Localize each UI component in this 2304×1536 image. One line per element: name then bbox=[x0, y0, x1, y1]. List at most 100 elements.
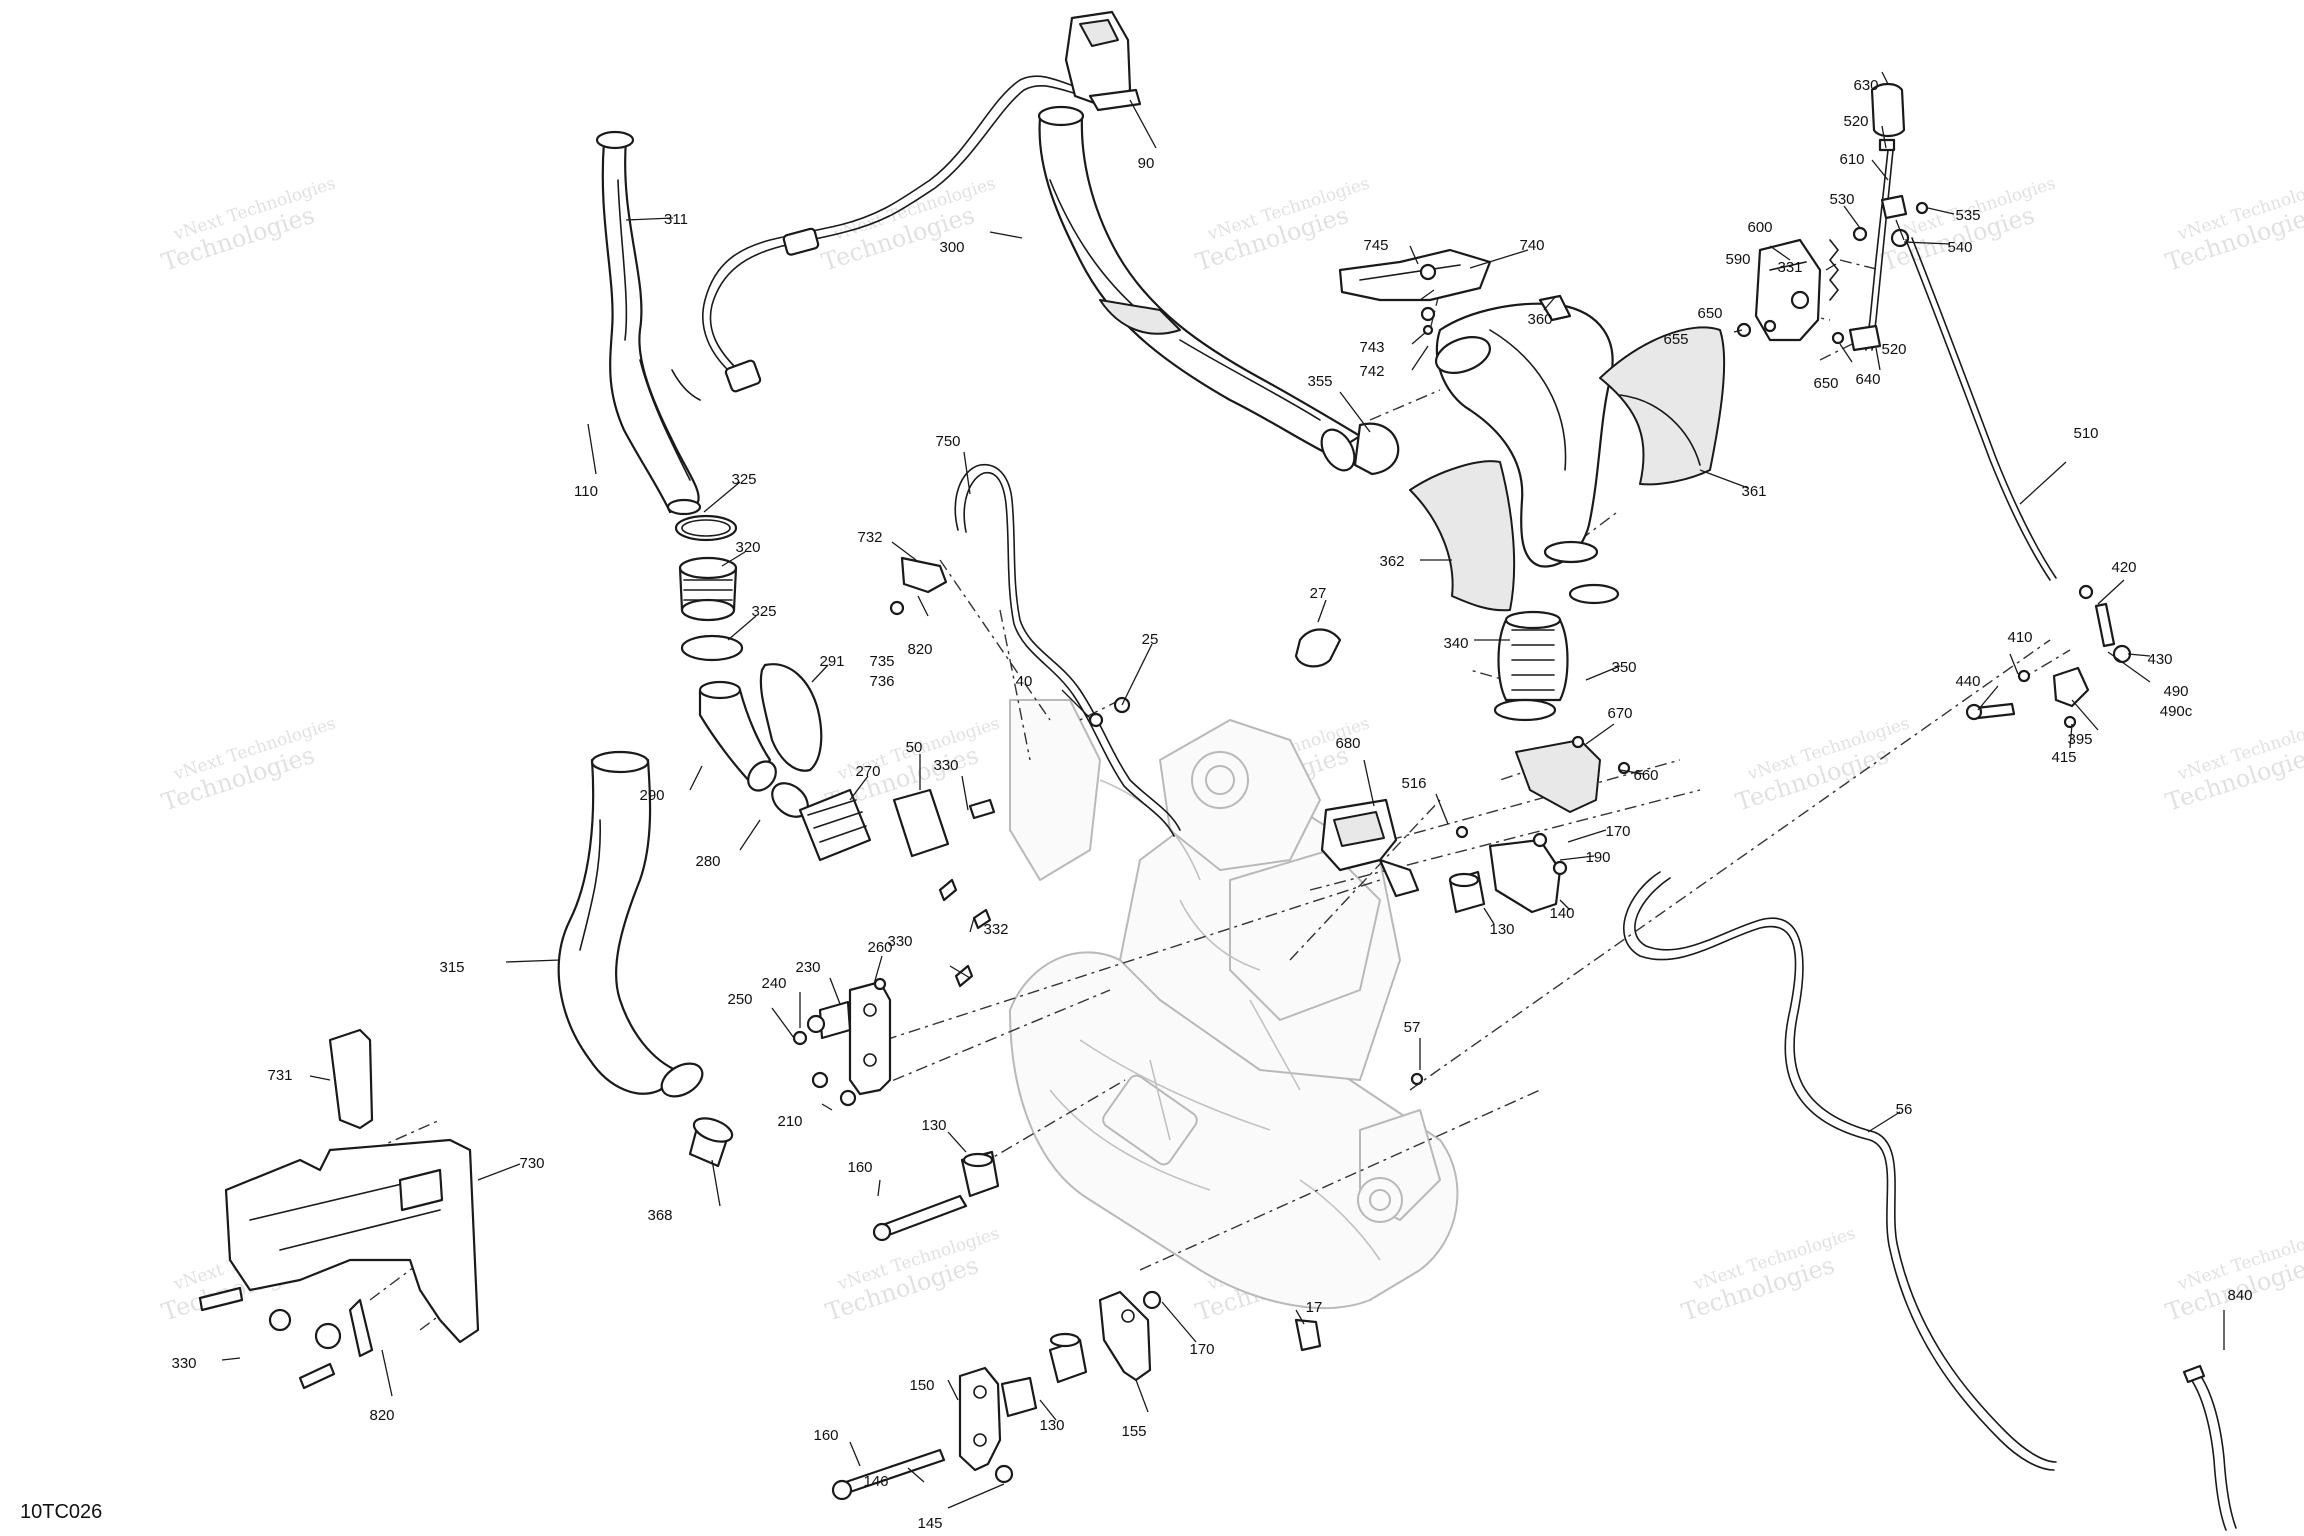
callout-130: 130 bbox=[1489, 921, 1514, 938]
callout-440: 440 bbox=[1955, 673, 1980, 690]
callout-260: 260 bbox=[867, 939, 892, 956]
callout-535: 535 bbox=[1955, 207, 1980, 224]
callout-291: 291 bbox=[819, 653, 844, 670]
callout-490: 490 bbox=[2163, 683, 2188, 700]
hose-750 bbox=[954, 464, 1181, 837]
screw-516 bbox=[1455, 825, 1469, 839]
assembly-guide-lines bbox=[329, 259, 2071, 1331]
nut-170a bbox=[1142, 1290, 1162, 1310]
callout-140: 140 bbox=[1549, 905, 1574, 922]
callout-750: 750 bbox=[935, 433, 960, 450]
callout-280: 280 bbox=[695, 853, 720, 870]
connector-40-25 bbox=[1088, 696, 1131, 728]
callout-160: 160 bbox=[813, 1427, 838, 1444]
bracket-680 bbox=[1320, 798, 1420, 898]
callout-430: 430 bbox=[2147, 651, 2172, 668]
callout-732: 732 bbox=[857, 529, 882, 546]
leader-lines bbox=[221, 71, 2225, 1509]
callout-325: 325 bbox=[751, 603, 776, 620]
callout-730: 730 bbox=[519, 1155, 544, 1172]
callout-736: 736 bbox=[869, 673, 894, 690]
bracket-732 bbox=[889, 556, 948, 616]
callout-742: 742 bbox=[1359, 363, 1384, 380]
callout-160: 160 bbox=[847, 1159, 872, 1176]
callout-240: 240 bbox=[761, 975, 786, 992]
callout-320: 320 bbox=[735, 539, 760, 556]
bracket-140 bbox=[1488, 832, 1568, 914]
callout-25: 25 bbox=[1142, 631, 1159, 648]
isolator-130a bbox=[960, 1150, 1000, 1198]
bracket-730 bbox=[224, 1138, 480, 1344]
callout-332: 332 bbox=[983, 921, 1008, 938]
callout-740: 740 bbox=[1519, 237, 1544, 254]
callout-145: 145 bbox=[917, 1515, 942, 1532]
clamp-325a bbox=[674, 514, 738, 542]
callout-820: 820 bbox=[907, 641, 932, 658]
wiring-harness bbox=[671, 75, 1086, 401]
callout-360: 360 bbox=[1527, 311, 1552, 328]
callout-660: 660 bbox=[1633, 767, 1658, 784]
callout-368: 368 bbox=[647, 1207, 672, 1224]
callout-330: 330 bbox=[171, 1355, 196, 1372]
plug-17 bbox=[1294, 1318, 1322, 1352]
mount-260 bbox=[848, 977, 892, 1096]
callout-362: 362 bbox=[1379, 553, 1404, 570]
mount-230-240-250-210 bbox=[792, 1000, 857, 1107]
callout-17: 17 bbox=[1306, 1299, 1323, 1316]
callout-311: 311 bbox=[664, 211, 688, 228]
fasteners-330-820 bbox=[198, 1286, 374, 1390]
hose-291 bbox=[759, 663, 823, 772]
air-duct-360 bbox=[1435, 294, 1614, 568]
plate-50 bbox=[892, 788, 950, 858]
callout-27: 27 bbox=[1310, 585, 1327, 602]
callout-520: 520 bbox=[1843, 113, 1868, 130]
callout-520: 520 bbox=[1881, 341, 1906, 358]
hose-56 bbox=[1623, 871, 2057, 1471]
screw-57 bbox=[1410, 1072, 1424, 1086]
callout-330: 330 bbox=[933, 757, 958, 774]
sleeve-368 bbox=[688, 1117, 734, 1168]
callout-290: 290 bbox=[639, 787, 664, 804]
callout-820: 820 bbox=[369, 1407, 394, 1424]
callout-57: 57 bbox=[1404, 1019, 1421, 1036]
callout-190: 190 bbox=[1585, 849, 1610, 866]
callout-840: 840 bbox=[2227, 1287, 2252, 1304]
callout-510: 510 bbox=[2073, 425, 2098, 442]
callout-250: 250 bbox=[727, 991, 752, 1008]
intake-tube-300 bbox=[1037, 105, 1400, 476]
heat-shield-361 bbox=[1599, 326, 1726, 486]
callout-395: 395 bbox=[2067, 731, 2092, 748]
callout-350: 350 bbox=[1611, 659, 1636, 676]
callout-230: 230 bbox=[795, 959, 820, 976]
spring-331 bbox=[1828, 239, 1840, 301]
callout-630: 630 bbox=[1853, 77, 1878, 94]
callout-731: 731 bbox=[267, 1067, 292, 1084]
callout-530: 530 bbox=[1829, 191, 1854, 208]
callout-670: 670 bbox=[1607, 705, 1632, 722]
callout-130: 130 bbox=[921, 1117, 946, 1134]
diagram-code: 10TC026 bbox=[20, 1501, 103, 1523]
callout-40: 40 bbox=[1016, 673, 1033, 690]
engine-block bbox=[1009, 699, 1459, 1310]
callout-170: 170 bbox=[1605, 823, 1630, 840]
callout-680: 680 bbox=[1335, 735, 1360, 752]
callout-150: 150 bbox=[909, 1377, 934, 1394]
clamp-325b bbox=[680, 634, 744, 662]
elbow-27 bbox=[1294, 628, 1342, 668]
intake-tube-315 bbox=[557, 750, 704, 1098]
bracket-150 bbox=[958, 1366, 1002, 1472]
callout-361: 361 bbox=[1741, 483, 1766, 500]
callout-650: 650 bbox=[1697, 305, 1722, 322]
callout-130: 130 bbox=[1039, 1417, 1064, 1434]
nut-145 bbox=[994, 1464, 1014, 1484]
screws-330-332 bbox=[938, 798, 996, 988]
callout-300: 300 bbox=[939, 239, 964, 256]
bellcrank-395 bbox=[2052, 666, 2090, 729]
